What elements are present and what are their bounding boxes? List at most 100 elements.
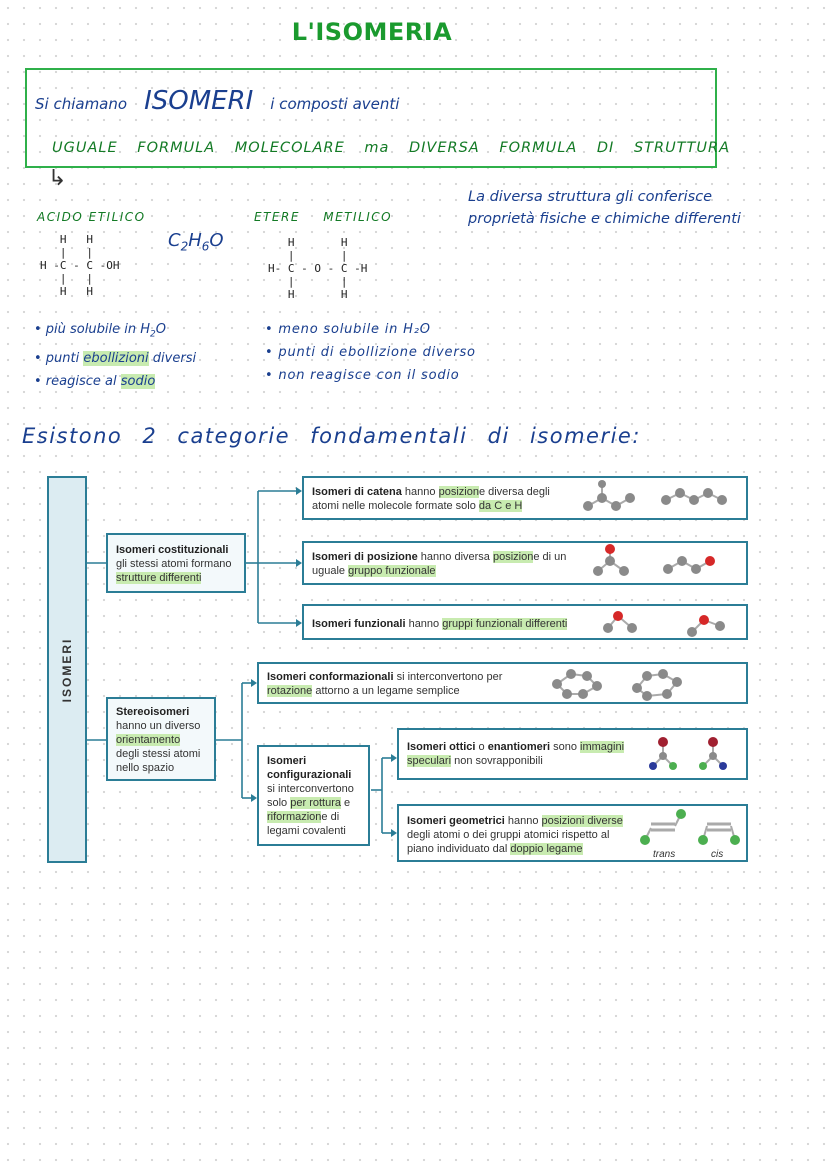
bullet-text: • più solubile in H [34,322,150,337]
def-text-c: i composti aventi [270,95,400,113]
formula-sub: 6 [201,239,210,254]
box-text-wrap: Isomeri conformazionali si interconverto… [267,670,532,698]
def-word: FORMULA [137,140,216,156]
formula-h: H [188,230,202,251]
box-title: Isomeri ottici [407,741,476,753]
box-highlight: riformazion [267,811,322,823]
box-title: Isomeri funzionali [312,618,406,630]
right-note: La diversa struttura gli conferisce prop… [468,189,741,227]
box-highlight: orientamento [116,734,181,746]
box-title: Isomeri conformazionali [267,671,394,683]
formula-sub: 2 [180,239,189,254]
def-word: DIVERSA [408,140,480,156]
def-word: DI [596,140,615,156]
bullet-item: • più solubile in H2O [34,318,196,347]
box-configurazionali: Isomeri configurazionali si interconvert… [257,745,370,846]
bullets-left: • più solubile in H2O • punti ebollizion… [34,318,196,393]
box-title: Isomeri di posizione [312,551,418,563]
box-text: sono [550,741,581,753]
box-text: hanno [401,486,439,498]
box-text-wrap: Isomeri ottici o enantiomeri sono immagi… [407,740,637,768]
bullet-text: • punti [34,350,84,366]
box-highlight: strutture differenti [116,572,202,584]
bullet-text: O [155,322,166,337]
bullet-text: • reagisce al [34,373,121,389]
molecule-conformazionali-icon [552,669,682,701]
box-title: Stereoisomeri [116,706,190,718]
structure-acido-etilico: H H | | H -C - C -OH | | H H [40,233,120,298]
box-text: e di un uguale [312,551,567,577]
box-text: attorno a un legame semplice [312,685,460,697]
molecule-funzionali-icon [603,611,725,637]
label-trans: trans [653,849,676,860]
box-highlight: da C e H [478,500,523,512]
bullet-sub: 2 [149,329,156,340]
box-text: gli stessi atomi formano [116,558,232,570]
box-highlight: posizion [438,486,479,498]
box-highlight: per rottura [290,797,341,809]
box-highlight: doppio legame [510,843,583,855]
page-title: L'ISOMERIA [291,18,453,46]
structure-etere-metilico: H H | | H- C - O - C -H | | H H [268,236,368,301]
molecule-catena-icon [583,480,727,511]
box-highlight: gruppo funzionale [348,565,436,577]
definition-line2: UGUALE FORMULA MOLECOLARE ma DIVERSA FOR… [52,140,744,156]
box-title: Isomeri configurazionali [267,755,352,781]
definition-box [25,68,717,168]
box-text: o [475,741,488,753]
definition-line1: Si chiamano ISOMERI i composti aventi [35,86,399,116]
molecular-formula: C2H6O [168,230,224,254]
box-text-wrap: Isomeri di catena hanno posizione divers… [312,485,567,513]
bullet-item: • non reagisce con il sodio [265,368,460,383]
def-word: MOLECOLARE [234,140,345,156]
box-title: Isomeri costituzionali [116,544,229,556]
box-text: si interconvertono per [393,671,503,683]
example-right-title: ETERE METILICO [254,210,393,224]
bullet-item: • reagisce al sodio [34,370,196,393]
def-word: STRUTTURA [633,140,731,156]
box-title: Isomeri di catena [312,486,402,498]
def-text-a: Si chiamano [35,95,128,113]
molecule-geometrici-icon [640,809,740,845]
isomeri-root-label: ISOMERI [60,637,74,702]
box-ottici: Isomeri ottici o enantiomeri sono immagi… [397,728,748,780]
box-text: degli stessi atomi nello spazio [116,748,201,774]
def-keyword: ISOMERI [144,86,254,116]
box-title: Isomeri geometrici [407,815,505,827]
molecule-ottici-icon [649,737,727,770]
box-posizione: Isomeri di posizione hanno diversa posiz… [302,541,748,585]
bullet-item: • meno solubile in H₂O [265,322,431,337]
box-funzionali: Isomeri funzionali hanno gruppi funziona… [302,604,748,640]
box-text: si interconvertono solo [267,783,354,809]
example-left-title: ACIDO ETILICO [37,210,146,224]
bullet-item: • punti ebollizioni diversi [34,347,196,370]
isomeri-root-box: ISOMERI [47,476,87,863]
box-text: degli atomi o dei gruppi atomici rispett… [407,829,610,855]
box-stereoisomeri: Stereoisomeri hanno un diverso orientame… [106,697,216,781]
box-highlight: posizion [492,551,534,563]
box-highlight: gruppi funzionali differenti [442,618,568,630]
label-cis: cis [711,849,724,860]
box-text: e di legami covalenti [267,811,346,837]
bullet-item: • punti di ebollizione diverso [265,345,476,360]
bullet-highlight: ebollizioni [83,350,149,366]
box-highlight: posizioni diverse [541,815,623,827]
bullets-right: • meno solubile in H₂O • punti di ebolli… [265,318,476,387]
box-text-wrap: Isomeri geometrici hanno posizioni diver… [407,814,637,856]
def-word: UGUALE [52,140,118,156]
box-geometrici: Isomeri geometrici hanno posizioni diver… [397,804,748,862]
box-text: e diversa degli atomi nelle molecole for… [312,486,550,512]
bullet-highlight: sodio [120,373,156,389]
formula-o: O [209,230,224,251]
box-text: hanno [405,618,443,630]
curved-arrow-icon: ↳ [48,166,67,191]
def-word: FORMULA [499,140,578,156]
def-word: ma [364,140,390,156]
box-text: hanno diversa [417,551,493,563]
box-text: non sovrapponibili [451,755,543,767]
box-title: enantiomeri [487,741,551,753]
box-text: hanno un diverso [116,720,201,732]
box-highlight: rotazione [267,685,313,697]
formula-c: C [168,230,181,251]
